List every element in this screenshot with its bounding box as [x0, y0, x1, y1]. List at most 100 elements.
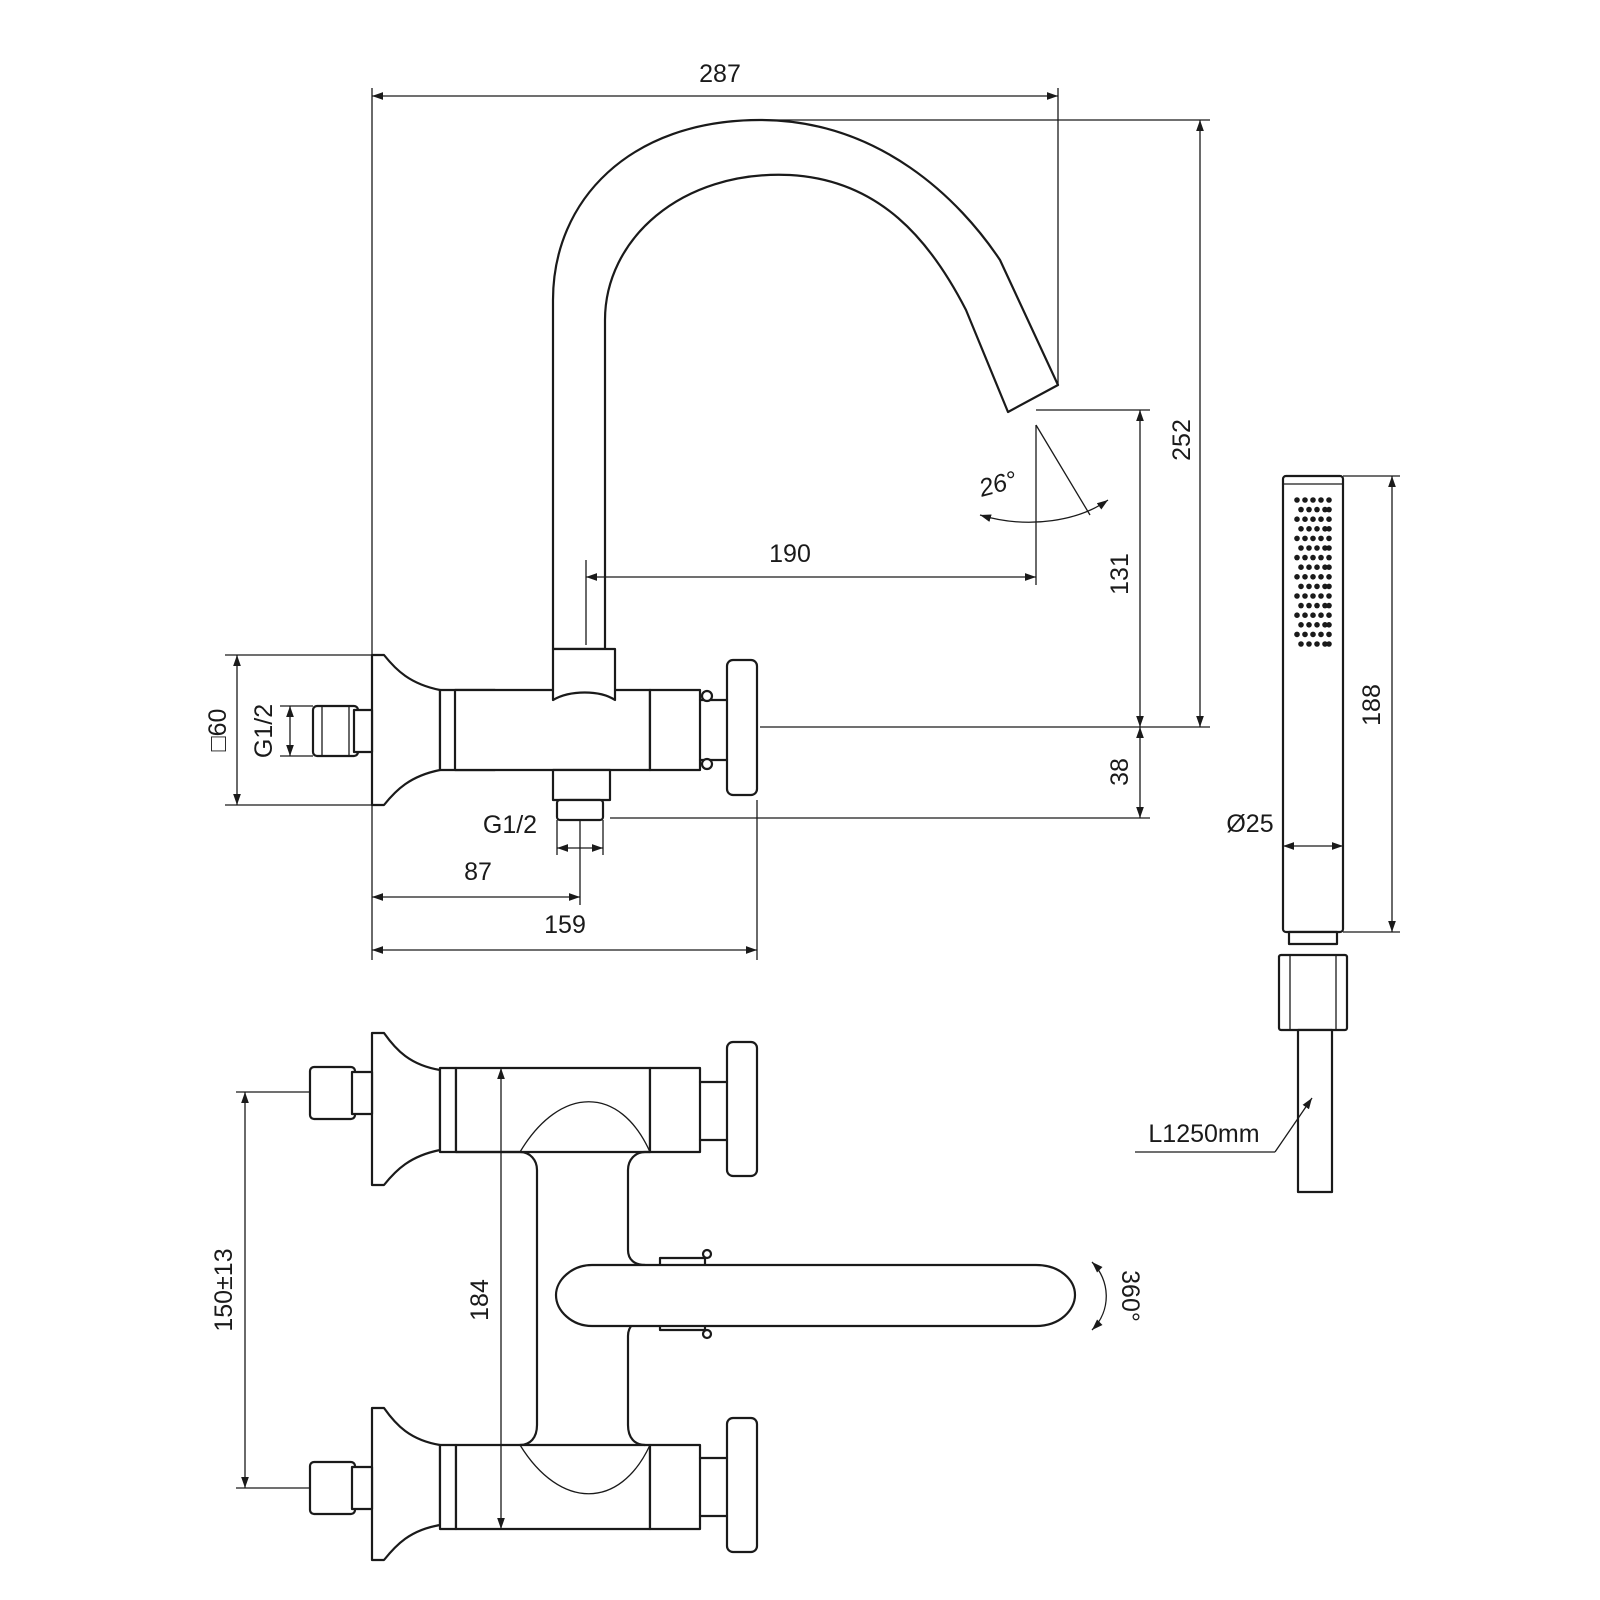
spray-nozzle [1326, 526, 1332, 532]
spray-nozzle [1306, 506, 1312, 513]
spray-nozzle [1310, 554, 1316, 561]
spray-nozzle [1326, 497, 1332, 503]
spray-nozzle [1318, 516, 1324, 522]
spray-nozzle [1294, 574, 1300, 580]
spray-nozzle [1318, 535, 1324, 542]
spray-nozzle [1318, 593, 1324, 599]
spray-nozzle [1326, 545, 1332, 551]
spray-nozzle [1298, 583, 1304, 590]
spray-nozzle [1326, 516, 1332, 522]
spray-nozzle [1294, 593, 1300, 599]
spray-nozzle [1314, 526, 1320, 532]
spray-nozzle [1294, 516, 1300, 522]
dim-rotation: 360° [1116, 1270, 1144, 1322]
spray-nozzle [1302, 535, 1308, 542]
dim-inlet-spacing: 150±13 [210, 1248, 238, 1331]
spray-nozzle [1322, 641, 1328, 647]
spray-nozzle [1322, 506, 1328, 513]
spray-nozzle [1306, 564, 1312, 570]
spray-nozzle [1294, 612, 1300, 618]
dim-rosette-60: □60 [204, 709, 232, 752]
spray-nozzle [1314, 506, 1320, 513]
spray-nozzle [1326, 622, 1332, 628]
swivel-spout [554, 1263, 1077, 1328]
spray-nozzle [1314, 622, 1320, 628]
spray-nozzle [1302, 631, 1308, 638]
handshower-head [1281, 474, 1345, 934]
spray-nozzle [1306, 526, 1312, 532]
spray-nozzle [1294, 631, 1300, 638]
spray-nozzle [1322, 622, 1328, 628]
spray-nozzle [1306, 602, 1312, 609]
dim-188: 188 [1358, 684, 1386, 726]
spray-nozzle [1314, 602, 1320, 609]
upper-wall-rosette [370, 1031, 442, 1187]
spray-nozzle [1302, 593, 1308, 599]
spray-nozzle [1310, 497, 1316, 503]
top-view: 360° 150±13 184 [210, 1031, 1144, 1562]
dim-hose-length: L1250mm [1148, 1120, 1259, 1148]
spray-nozzle [1310, 612, 1316, 618]
spray-nozzle [1322, 583, 1328, 590]
dim-inlet-thread: G1/2 [250, 704, 278, 758]
spray-nozzle [1294, 554, 1300, 561]
spray-nozzle [1306, 622, 1312, 628]
dim-diameter-25: Ø25 [1226, 810, 1273, 838]
spray-nozzle [1322, 545, 1328, 551]
spray-nozzle [1326, 593, 1332, 599]
dim-87: 87 [464, 858, 492, 886]
spray-nozzle [1326, 612, 1332, 618]
spray-nozzle [1322, 564, 1328, 570]
spray-nozzle [1294, 497, 1300, 503]
dim-outlet-thread: G1/2 [483, 811, 537, 839]
hose-connector [1277, 953, 1349, 1032]
dim-190: 190 [769, 540, 811, 568]
spray-nozzle [1318, 554, 1324, 561]
handle [725, 658, 759, 797]
side-view: 287 252 131 38 190 26° □60 G1/2 [204, 60, 1210, 960]
spray-nozzle [1322, 526, 1328, 532]
dim-252: 252 [1168, 419, 1196, 461]
spray-nozzle [1302, 612, 1308, 618]
dim-38: 38 [1106, 758, 1134, 786]
hand-shower: 188 Ø25 L1250mm [1135, 474, 1400, 1194]
spray-nozzle [1310, 593, 1316, 599]
spray-nozzle [1294, 535, 1300, 542]
dim-184: 184 [466, 1279, 494, 1321]
spray-nozzle [1306, 641, 1312, 647]
spray-nozzle [1314, 564, 1320, 570]
spray-nozzle [1298, 622, 1304, 628]
spray-nozzle [1326, 641, 1332, 647]
spray-nozzle [1302, 574, 1308, 580]
spray-nozzle [1306, 583, 1312, 590]
dim-131: 131 [1106, 553, 1134, 595]
spray-nozzle [1318, 497, 1324, 503]
spray-nozzle [1326, 554, 1332, 561]
spray-nozzle [1298, 564, 1304, 570]
lower-wall-rosette [370, 1406, 442, 1562]
spray-nozzle [1302, 516, 1308, 522]
spray-nozzle [1306, 545, 1312, 551]
spray-nozzle [1302, 554, 1308, 561]
spray-nozzles [1294, 497, 1332, 647]
spray-nozzle [1298, 545, 1304, 551]
spray-nozzle [1318, 612, 1324, 618]
outlet-connector [555, 798, 605, 822]
spray-nozzle [1314, 545, 1320, 551]
spray-nozzle [1326, 602, 1332, 609]
spray-nozzle [1310, 574, 1316, 580]
dim-159: 159 [544, 911, 586, 939]
spray-nozzle [1298, 506, 1304, 513]
spray-nozzle [1298, 526, 1304, 532]
spray-nozzle [1326, 631, 1332, 638]
spray-nozzle [1310, 516, 1316, 522]
spray-nozzle [1326, 506, 1332, 513]
dim-287: 287 [699, 60, 741, 88]
spray-nozzle [1314, 641, 1320, 647]
spray-nozzle [1298, 641, 1304, 647]
spray-nozzle [1314, 583, 1320, 590]
spray-nozzle [1322, 602, 1328, 609]
spray-nozzle [1310, 535, 1316, 542]
spray-nozzle [1326, 574, 1332, 580]
